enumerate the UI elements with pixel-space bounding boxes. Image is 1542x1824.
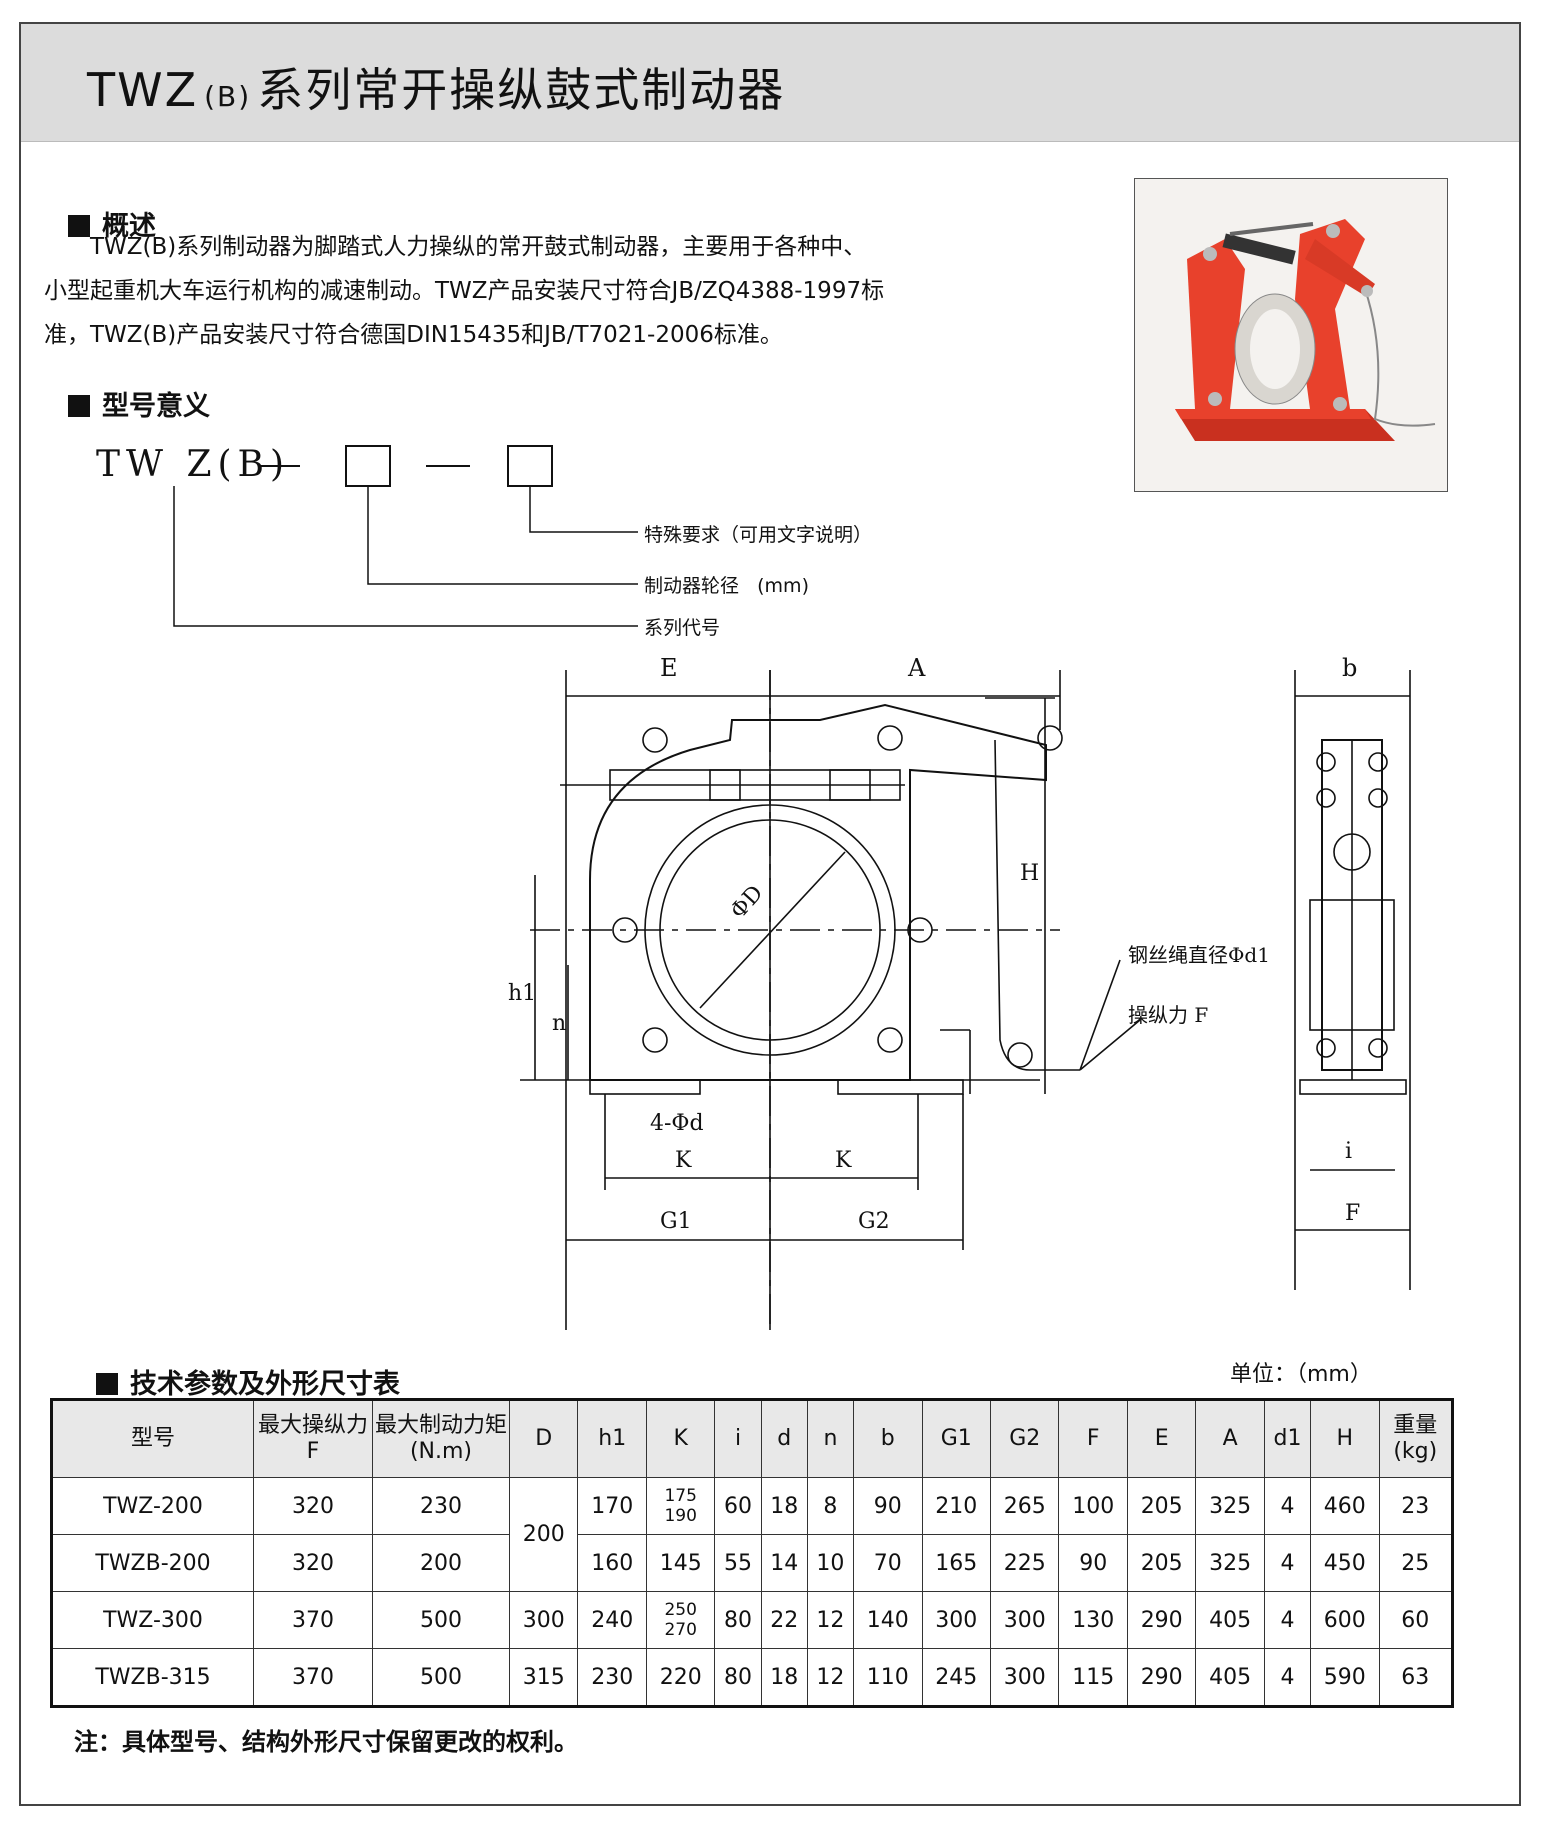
table-header-row: 型号 最大操纵力F 最大制动力矩(N.m) D h1 K i d n b G1 … (51, 1399, 1454, 1478)
overview-line: 准，TWZ(B)产品安装尺寸符合德国DIN15435和JB/T7021-2006… (44, 322, 783, 348)
unit-label: 单位：（mm） (1230, 1362, 1372, 1387)
overview-paragraph: TWZ(B)系列制动器为脚踏式人力操纵的常开鼓式制动器，主要用于各种中、 小型起… (44, 225, 1004, 357)
dim-F: F (1345, 1201, 1360, 1226)
bullet-square-icon (68, 215, 90, 237)
col-max-force: 最大操纵力F (253, 1399, 373, 1478)
dim-H: H (1020, 861, 1039, 886)
dim-n: n (552, 1011, 566, 1036)
col-model: 型号 (51, 1399, 254, 1478)
col-K: K (645, 1399, 716, 1478)
table-row: TWZB-200 320 200 160 145 55 14 10 70 165… (51, 1534, 1454, 1592)
bullet-square-icon (68, 395, 90, 417)
dim-holes: 4-Φd (650, 1111, 704, 1136)
bullet-square-icon (96, 1373, 118, 1395)
page-title: TWZ(B)系列常开操纵鼓式制动器 (87, 63, 786, 117)
col-d: d (760, 1399, 808, 1478)
dim-i: i (1345, 1139, 1352, 1164)
col-H: H (1310, 1399, 1380, 1478)
model-code: TW Z(B) (96, 444, 291, 485)
spec-table-heading: 技术参数及外形尺寸表 (96, 1362, 400, 1401)
col-max-torque: 最大制动力矩(N.m) (372, 1399, 510, 1478)
model-meaning-diagram: TW Z(B) 特殊要求（可用文字说明） 制动器轮径 (mm) 系列代号 (0, 430, 1000, 650)
model-meaning-heading: 型号意义 (68, 384, 210, 423)
col-E: E (1126, 1399, 1197, 1478)
dim-A: A (907, 654, 926, 682)
overview-heading: 概述 (68, 204, 156, 243)
col-weight: 重量(kg) (1378, 1399, 1454, 1478)
col-n: n (806, 1399, 855, 1478)
dim-h1: h1 (508, 981, 536, 1006)
spec-table: 型号 最大操纵力F 最大制动力矩(N.m) D h1 K i d n b G1 … (50, 1398, 1454, 1708)
col-A: A (1195, 1399, 1265, 1478)
overview-line: 小型起重机大车运行机构的减速制动。TWZ产品安装尺寸符合JB/ZQ4388-19… (44, 278, 885, 304)
col-d1: d1 (1263, 1399, 1312, 1478)
page-frame: TWZ(B)系列常开操纵鼓式制动器 (19, 22, 1521, 1806)
label-special: 特殊要求（可用文字说明） (644, 524, 873, 546)
footnote: 注：具体型号、结构外形尺寸保留更改的权利。 (74, 1728, 578, 1756)
label-wheel-diameter: 制动器轮径 (mm) (644, 575, 809, 597)
dim-K-right: K (835, 1148, 852, 1173)
label-operating-force: 操纵力 F (1128, 1003, 1208, 1027)
col-G2: G2 (989, 1399, 1060, 1478)
label-series-code: 系列代号 (644, 617, 721, 639)
title-bar: TWZ(B)系列常开操纵鼓式制动器 (21, 24, 1519, 142)
col-F: F (1058, 1399, 1128, 1478)
dim-G2: G2 (858, 1209, 890, 1234)
col-G1: G1 (921, 1399, 991, 1478)
table-row: TWZB-315 370 500 315 230 220 80 18 12 11… (51, 1648, 1454, 1707)
dim-K-left: K (675, 1148, 692, 1173)
col-h1: h1 (577, 1399, 647, 1478)
col-b: b (853, 1399, 923, 1478)
overview-line: TWZ(B)系列制动器为脚踏式人力操纵的常开鼓式制动器，主要用于各种中、 (90, 234, 867, 260)
dim-G1: G1 (660, 1209, 692, 1234)
dim-phi-D: ΦD (726, 881, 768, 924)
col-D: D (508, 1399, 579, 1478)
dimension-drawing: E A ΦD 钢丝绳直径Φd1 操纵力 F (440, 630, 1450, 1330)
dim-E: E (660, 654, 678, 682)
dim-b: b (1342, 654, 1357, 682)
product-photo (1134, 178, 1448, 492)
col-i: i (714, 1399, 762, 1478)
label-wire-diameter: 钢丝绳直径Φd1 (1128, 943, 1270, 967)
